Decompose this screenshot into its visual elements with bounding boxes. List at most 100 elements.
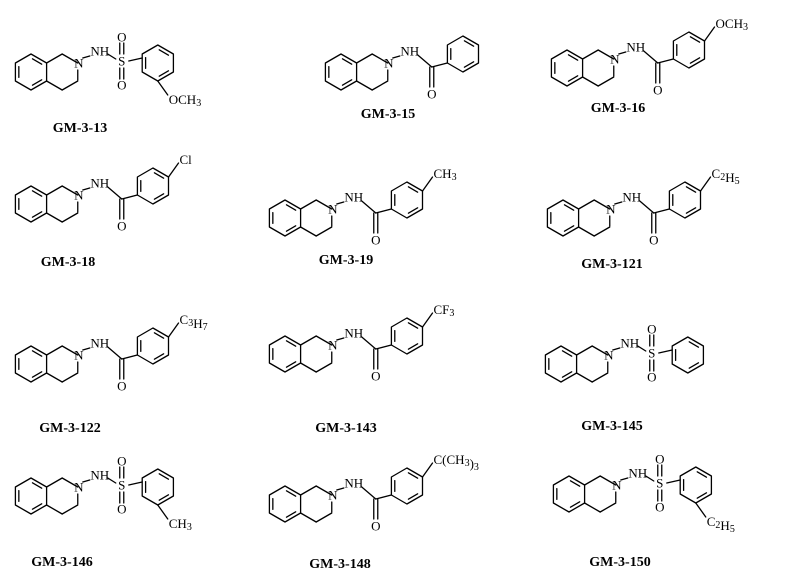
piperidine-ring [45,53,79,91]
substituent: CH3 [421,166,457,192]
substituent: OCH3 [703,16,748,42]
carbonyl-oxygen: O [117,219,126,234]
carbonyl-group: O [361,200,393,248]
substituent-label: CF3 [434,302,455,319]
phenyl-ring [668,181,702,219]
sulfonyl-oxygen-top: O [655,452,664,467]
phenyl-ring [679,466,713,504]
nh-label: NH [90,468,109,483]
ring-nitrogen-label: N [328,338,338,353]
substituent-label: OCH3 [716,16,748,33]
benzene-ring [544,345,578,383]
nh-label: NH [90,336,109,351]
benzene-ring [550,49,584,87]
ring-nitrogen-label: N [74,480,84,495]
carbonyl-group: O [107,346,139,394]
nh-label: NH [626,40,645,55]
compound-name: GM-3-148 [309,557,370,572]
sulfonyl-group: SOO [107,30,143,93]
ring-nitrogen-label: N [74,348,84,363]
ring-nitrogen-label: N [606,202,616,217]
phenyl-ring [136,167,170,205]
carbonyl-oxygen: O [427,87,436,102]
substituent-label: C2H5 [707,514,735,535]
benzene-ring [324,53,358,91]
benzene-ring [14,53,48,91]
phenyl-ring [390,317,424,355]
carbonyl-oxygen: O [649,233,658,248]
compound-name: GM-3-146 [31,555,92,570]
carbonyl-oxygen: O [371,233,380,248]
nh-label: NH [344,326,363,341]
carbonyl-oxygen: O [371,369,380,384]
phenyl-ring [136,327,170,365]
benzene-ring [268,199,302,237]
carbonyl-group: O [417,54,449,102]
compound-name: GM-3-19 [319,253,373,268]
benzene-ring [14,477,48,515]
sulfonyl-group: SOO [637,322,673,385]
ring-nitrogen-label: N [610,52,620,67]
sulfonyl-oxygen-top: O [117,454,126,469]
nh-label: NH [622,190,641,205]
phenyl-ring [672,31,706,69]
sulfonyl-group: SO O [645,452,681,515]
sulfonyl-oxygen-top: O [647,322,656,337]
ring-nitrogen-label: N [328,488,338,503]
phenyl-ring [446,35,480,73]
piperidine-ring [581,49,615,87]
nh-label: NH [344,190,363,205]
compound-name: GM-3-150 [589,555,650,570]
substituent: CF3 [421,302,455,328]
nh-label: NH [400,44,419,59]
nh-label: NH [90,176,109,191]
carbonyl-oxygen: O [653,83,662,98]
ring-nitrogen-label: N [604,348,614,363]
piperidine-ring [45,185,79,223]
substituent-label: Cl [180,152,193,167]
substituent-label: C(CH3)3 [434,452,479,473]
sulfur-label: S [656,476,663,491]
ring-nitrogen-label: N [328,202,338,217]
sulfonyl-oxygen-bottom: O [117,502,126,517]
substituent: Cl [167,152,193,178]
substituent: C2H5 [695,502,735,535]
sulfur-label: S [118,54,125,69]
carbonyl-group: O [107,186,139,234]
piperidine-ring [45,477,79,515]
sulfonyl-oxygen-bottom: O [117,78,126,93]
sulfonyl-oxygen-bottom: O [655,500,664,515]
ring-nitrogen-label: N [74,188,84,203]
compound-name: GM-3-143 [315,421,376,436]
phenyl-ring [390,181,424,219]
benzene-ring [546,199,580,237]
ring-nitrogen-label: N [74,56,84,71]
substituent-label: OCH3 [169,92,201,109]
ring-nitrogen-label: N [384,56,394,71]
compound-name: GM-3-13 [53,121,107,136]
compound-name: GM-3-121 [581,257,642,272]
benzene-ring [268,485,302,523]
compound-name: GM-3-15 [361,107,415,122]
phenyl-ring [141,44,175,82]
phenyl-ring [390,467,424,505]
substituent: C(CH3)3 [421,452,479,478]
compound-name: GM-3-16 [591,101,645,116]
piperidine-ring [575,345,609,383]
compound-name: GM-3-18 [41,255,95,270]
sulfonyl-group: SO O [107,454,143,517]
carbonyl-group: O [361,486,393,534]
sulfonyl-oxygen-bottom: O [647,370,656,385]
piperidine-ring [583,475,617,513]
compound-name: GM-3-145 [581,419,642,434]
sulfur-label: S [118,478,125,493]
substituent-label: C3H7 [180,312,208,333]
carbonyl-oxygen: O [371,519,380,534]
